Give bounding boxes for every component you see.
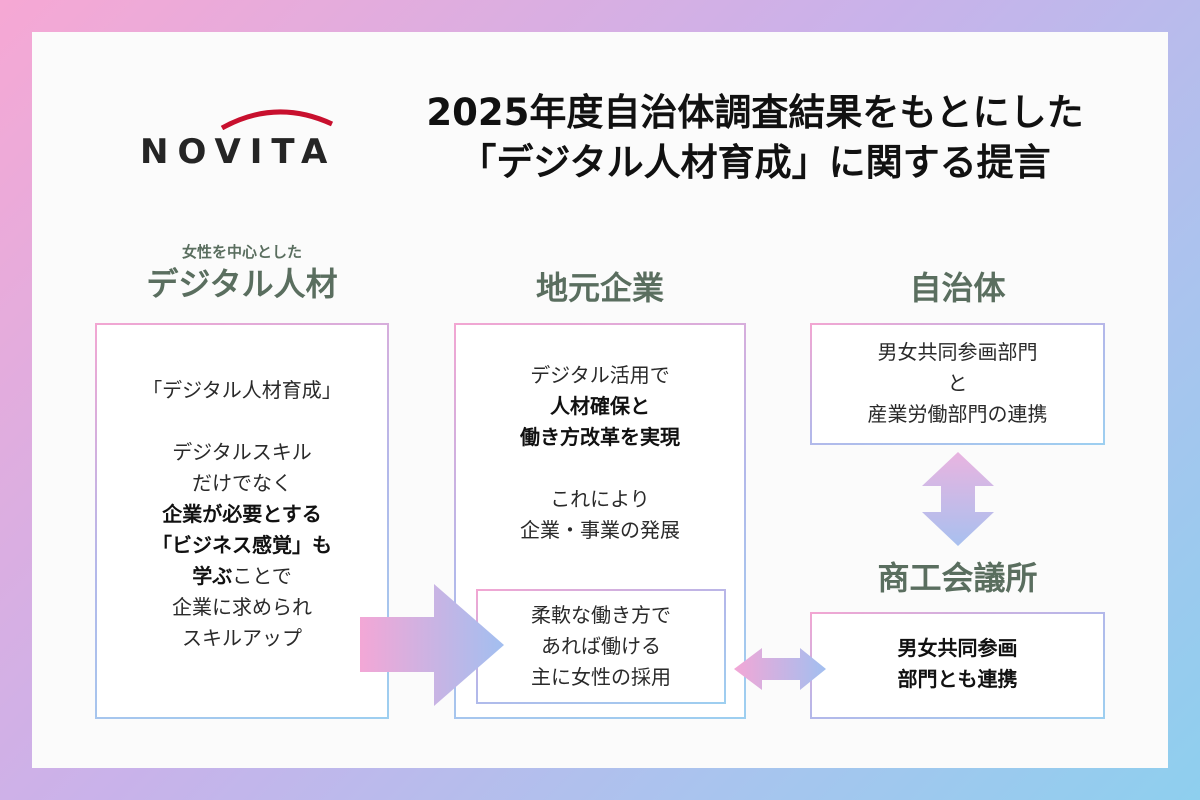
digital-talent-emphasis: 学ぶ (192, 564, 233, 588)
local-companies-line: これにより (550, 487, 650, 511)
flexible-work-box (476, 589, 726, 704)
digital-talent-line: 学ぶことで (95, 561, 389, 592)
chamber-line: 部門とも連携 (897, 667, 1018, 691)
spacer (95, 406, 389, 437)
municipality-box (810, 323, 1105, 445)
local-companies-text: デジタル活用で 人材確保と 働き方改革を実現 これにより 企業・事業の発展 (454, 360, 746, 546)
double-horizontal-arrow-icon (734, 648, 826, 690)
digital-talent-box (95, 323, 389, 719)
digital-talent-line: 「デジタル人材育成」 (142, 378, 342, 402)
chamber-box (810, 612, 1105, 719)
digital-talent-line: 「ビジネス感覚」も (152, 533, 332, 557)
local-companies-line: 企業・事業の発展 (520, 518, 680, 542)
logo-text: NOVITA (140, 132, 337, 172)
title-line-1: 2025年度自治体調査結果をもとにした (426, 91, 1084, 134)
double-vertical-arrow-icon (922, 452, 994, 546)
digital-talent-suffix: ことで (232, 564, 292, 588)
spacer (454, 453, 746, 484)
municipality-text: 男女共同参画部門 と 産業労働部門の連携 (810, 337, 1105, 430)
local-companies-line: デジタル活用で (530, 363, 670, 387)
municipality-line: と (947, 371, 968, 395)
flexible-work-line: 柔軟な働き方で (531, 603, 671, 627)
digital-talent-line: スキルアップ (182, 626, 302, 650)
municipality-heading: 自治体 (810, 266, 1105, 310)
flexible-work-line: 主に女性の採用 (531, 665, 671, 689)
digital-talent-heading: 女性を中心とした デジタル人材 (95, 242, 389, 306)
local-companies-title: 地元企業 (535, 269, 664, 307)
novita-logo: NOVITA (140, 104, 340, 172)
logo-arc-icon (220, 109, 334, 130)
municipality-title: 自治体 (909, 269, 1006, 307)
chamber-line: 男女共同参画 (897, 636, 1018, 660)
digital-talent-line: 企業が必要とする (162, 502, 322, 526)
digital-talent-subheading: 女性を中心とした (181, 243, 302, 261)
digital-talent-line: だけでなく (192, 471, 292, 495)
chamber-text: 男女共同参画 部門とも連携 (810, 633, 1105, 695)
flexible-work-line: あれば働ける (541, 634, 661, 658)
local-companies-heading: 地元企業 (454, 266, 746, 310)
page-title: 2025年度自治体調査結果をもとにした 「デジタル人材育成」に関する提言 (360, 88, 1150, 188)
digital-talent-line: デジタルスキル (172, 440, 312, 464)
digital-talent-line: 企業に求められ (172, 595, 312, 619)
local-companies-line: 働き方改革を実現 (520, 425, 680, 449)
chamber-heading: 商工会議所 (810, 556, 1105, 600)
big-right-arrow-icon (360, 584, 504, 706)
local-companies-line: 人材確保と (550, 394, 650, 418)
digital-talent-title: デジタル人材 (146, 265, 338, 303)
flexible-work-text: 柔軟な働き方で あれば働ける 主に女性の採用 (476, 600, 726, 693)
digital-talent-text: 「デジタル人材育成」 デジタルスキル だけでなく 企業が必要とする 「ビジネス感… (95, 375, 389, 654)
municipality-line: 男女共同参画部門 (877, 340, 1038, 364)
chamber-title: 商工会議所 (877, 559, 1038, 597)
municipality-line: 産業労働部門の連携 (867, 402, 1048, 426)
title-line-2: 「デジタル人材育成」に関する提言 (459, 141, 1051, 184)
